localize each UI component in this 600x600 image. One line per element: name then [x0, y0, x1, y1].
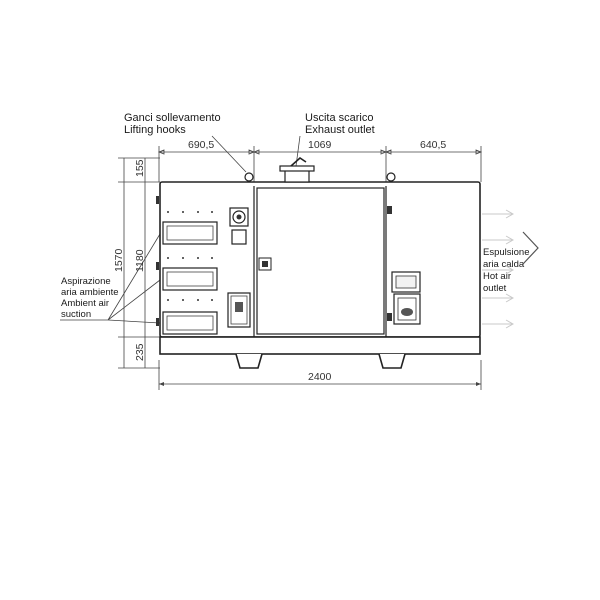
indicator-square	[231, 229, 247, 245]
left-dimension-chain	[118, 157, 160, 369]
dimension-height-body: 1180	[134, 249, 146, 272]
air-intake-leaders	[60, 233, 161, 324]
hot-air-label-line2: aria calda	[483, 259, 525, 270]
intake-grille-bottom	[162, 311, 218, 335]
top-dimension-chain	[157, 146, 483, 182]
right-door-hinges	[387, 206, 392, 321]
dimension-top-right: 640,5	[420, 139, 446, 151]
lifting-hooks-label-it: Ganci sollevamento	[124, 112, 221, 124]
lifting-hook-right-icon	[386, 172, 396, 182]
lifting-hook-left-icon	[244, 172, 254, 182]
hot-air-label-line3: Hot air	[483, 271, 511, 282]
exhaust-outlet-label-en: Exhaust outlet	[305, 124, 375, 136]
door-handle-icon	[258, 257, 272, 271]
air-intake-label-line2: aria ambiente	[61, 287, 119, 298]
fastener-dots	[167, 211, 213, 301]
hot-air-label-line1: Espulsione	[483, 247, 529, 258]
air-intake-label-line3: Ambient air	[61, 298, 109, 309]
control-panel-display	[391, 271, 421, 293]
intake-grille-top	[162, 221, 218, 245]
exhaust-outlet-label-it: Uscita scarico	[305, 112, 373, 124]
hot-air-label-line4: outlet	[483, 283, 507, 294]
hot-air-chevron-icon	[522, 231, 539, 265]
bottom-dimension	[158, 360, 482, 390]
socket-icon	[229, 207, 249, 227]
lifting-hooks-label-en: Lifting hooks	[124, 124, 186, 136]
intake-grille-middle	[162, 267, 218, 291]
control-panel-switch	[393, 293, 421, 325]
generator-enclosure	[156, 181, 481, 369]
air-intake-label-line4: suction	[61, 309, 91, 320]
dimension-top-left: 690,5	[188, 139, 214, 151]
left-control-panel	[227, 292, 251, 328]
air-intake-label-line1: Aspirazione	[61, 276, 111, 287]
dimension-height-base: 235	[134, 343, 146, 361]
exhaust-outlet-icon	[279, 156, 315, 183]
lifting-hook-leader	[211, 135, 247, 173]
dimension-height-total: 1570	[113, 248, 125, 272]
dimension-width-total: 2400	[308, 371, 332, 383]
dimension-height-top: 155	[134, 159, 146, 177]
dimension-top-middle: 1069	[308, 139, 332, 151]
hot-air-arrows	[482, 209, 515, 329]
